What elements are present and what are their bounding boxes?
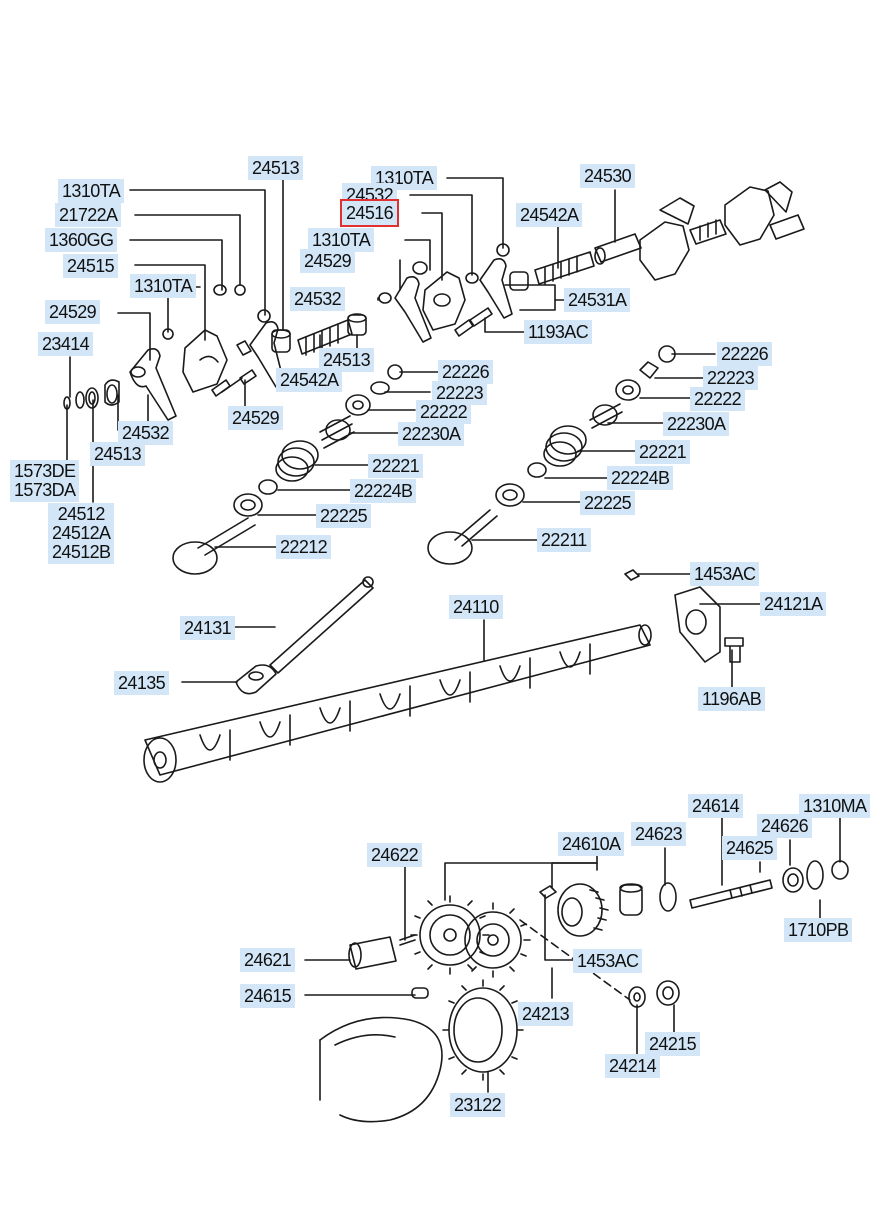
part-label-22224B[interactable]: 22224B xyxy=(350,479,417,503)
part-label-23122[interactable]: 23122 xyxy=(450,1093,506,1117)
part-label-24529[interactable]: 24529 xyxy=(300,249,356,273)
part-label-24513[interactable]: 24513 xyxy=(248,156,304,180)
part-label-24215[interactable]: 24215 xyxy=(645,1032,701,1056)
part-label-1360GG[interactable]: 1360GG xyxy=(45,228,118,252)
part-label-24213[interactable]: 24213 xyxy=(518,1002,574,1026)
part-label-1310TA[interactable]: 1310TA xyxy=(308,228,375,252)
part-label-24529[interactable]: 24529 xyxy=(45,300,101,324)
part-label-23414[interactable]: 23414 xyxy=(38,332,94,356)
part-label-24621[interactable]: 24621 xyxy=(240,948,296,972)
rocker-parts-center xyxy=(378,181,805,343)
part-label-1310TA[interactable]: 1310TA xyxy=(130,274,197,298)
part-label-24530[interactable]: 24530 xyxy=(580,164,636,188)
part-label-22230A[interactable]: 22230A xyxy=(663,412,730,436)
part-label-22222[interactable]: 22222 xyxy=(690,387,746,411)
part-label-22221[interactable]: 22221 xyxy=(635,440,691,464)
part-label-22221[interactable]: 22221 xyxy=(368,454,424,478)
part-label-22224B[interactable]: 22224B xyxy=(607,466,674,490)
part-label-24531A[interactable]: 24531A xyxy=(564,288,631,312)
valve-assembly-right xyxy=(427,345,676,565)
part-label-22225[interactable]: 22225 xyxy=(580,491,636,515)
part-label-24622[interactable]: 24622 xyxy=(367,843,423,867)
part-label-24542A[interactable]: 24542A xyxy=(516,203,583,227)
part-label-24516-highlighted[interactable]: 24516 xyxy=(339,199,400,227)
camshaft-section xyxy=(143,569,744,783)
part-label-24513[interactable]: 24513 xyxy=(319,348,375,372)
part-label-24512A: 24512A xyxy=(52,523,111,543)
part-label-24542A[interactable]: 24542A xyxy=(276,368,343,392)
part-label-22222[interactable]: 22222 xyxy=(416,400,472,424)
part-label-1310TA[interactable]: 1310TA xyxy=(58,179,125,203)
part-label-1573DA: 1573DA xyxy=(14,480,76,500)
part-label-1710PB[interactable]: 1710PB xyxy=(784,918,853,942)
part-label-24110[interactable]: 24110 xyxy=(449,595,503,619)
part-label-24615[interactable]: 24615 xyxy=(240,984,296,1008)
part-label-24135[interactable]: 24135 xyxy=(114,671,170,695)
timing-gear-section xyxy=(319,860,849,1123)
part-label-24532[interactable]: 24532 xyxy=(118,421,174,445)
part-label-24610A[interactable]: 24610A xyxy=(558,832,625,856)
part-label-24131[interactable]: 24131 xyxy=(180,616,236,640)
part-label-22212[interactable]: 22212 xyxy=(276,535,332,559)
part-label-24529[interactable]: 24529 xyxy=(228,406,284,430)
part-label-24614[interactable]: 24614 xyxy=(688,794,744,818)
part-label-24626[interactable]: 24626 xyxy=(757,814,813,838)
part-label-24214[interactable]: 24214 xyxy=(605,1054,661,1078)
part-label-22230A[interactable]: 22230A xyxy=(398,422,465,446)
part-label-24532[interactable]: 24532 xyxy=(290,287,346,311)
part-label-21722A[interactable]: 21722A xyxy=(55,203,122,227)
valve-assembly-left xyxy=(172,364,403,575)
part-label-24512: 24512 xyxy=(57,504,106,524)
part-label-1573DE: 1573DE xyxy=(14,461,76,481)
part-label-24623[interactable]: 24623 xyxy=(631,822,687,846)
part-label-1196AB[interactable]: 1196AB xyxy=(698,687,766,711)
part-label-24513[interactable]: 24513 xyxy=(90,442,146,466)
part-label-22226[interactable]: 22226 xyxy=(717,342,773,366)
part-label-24121A[interactable]: 24121A xyxy=(760,592,827,616)
part-label-1193AC[interactable]: 1193AC xyxy=(524,320,593,344)
part-label-22223[interactable]: 22223 xyxy=(703,366,759,390)
part-label-22211[interactable]: 22211 xyxy=(537,528,591,552)
part-label-24512B: 24512B xyxy=(52,542,111,562)
part-label-22225[interactable]: 22225 xyxy=(316,504,372,528)
part-label-22226[interactable]: 22226 xyxy=(438,360,494,384)
part-label-24625[interactable]: 24625 xyxy=(722,836,778,860)
part-label-1453AC[interactable]: 1453AC xyxy=(690,562,760,586)
part-label-1453AC[interactable]: 1453AC xyxy=(573,949,643,973)
part-label-24515[interactable]: 24515 xyxy=(63,254,119,278)
